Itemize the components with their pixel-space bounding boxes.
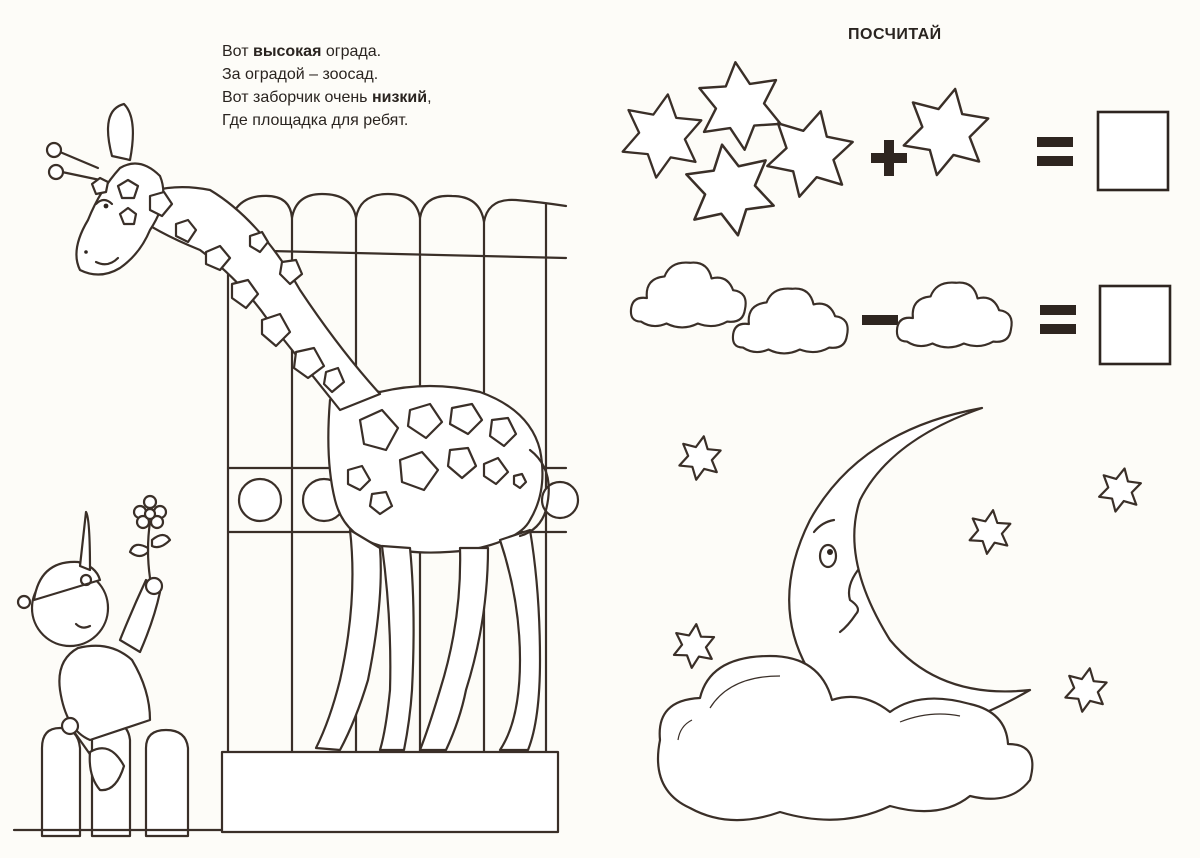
star-single	[897, 79, 995, 185]
moon-and-stars	[656, 406, 1145, 822]
giraffe-zoo-illustration	[12, 102, 580, 838]
left-page: Вот высокая ограда. За оградой – зоосад.…	[12, 40, 580, 838]
poem-line-1: Вот высокая ограда.	[222, 43, 382, 60]
star-small-3	[1095, 463, 1145, 517]
poem-line-4: Где площадка для ребят.	[222, 112, 409, 129]
emphasis-low: низкий	[371, 89, 428, 106]
page-title: ПОСЧИТАЙ	[848, 26, 942, 43]
star-small-4	[671, 621, 717, 671]
exercise-clouds	[629, 261, 1172, 366]
star-small-2	[967, 506, 1013, 558]
right-page: ПОСЧИТАЙ	[600, 0, 1200, 858]
poem-line-3: Вот заборчик очень низкий,	[222, 89, 432, 106]
cloud-1	[629, 261, 747, 329]
answer-box-2[interactable]	[1098, 284, 1172, 366]
equals-sign	[1037, 137, 1073, 166]
poem: Вот высокая ограда. За оградой – зоосад.…	[222, 40, 432, 132]
emphasis-high: высокая	[253, 43, 322, 60]
cloud-2	[731, 287, 849, 355]
minus-sign	[862, 315, 898, 325]
exercise-stars	[618, 57, 1170, 244]
cloud-3	[895, 281, 1013, 349]
giraffe	[45, 102, 550, 752]
moon-cloud	[656, 654, 1034, 822]
star-small-1	[676, 431, 724, 485]
counting-exercises	[618, 57, 1172, 822]
star-small-5	[1062, 663, 1110, 717]
equals-sign-2	[1040, 305, 1076, 334]
star-group-left	[618, 57, 860, 244]
answer-box-1[interactable]	[1096, 110, 1170, 192]
plus-sign	[871, 140, 907, 176]
flower	[132, 494, 168, 530]
poem-line-2: За оградой – зоосад.	[222, 66, 379, 83]
boy-with-flower	[16, 494, 172, 792]
